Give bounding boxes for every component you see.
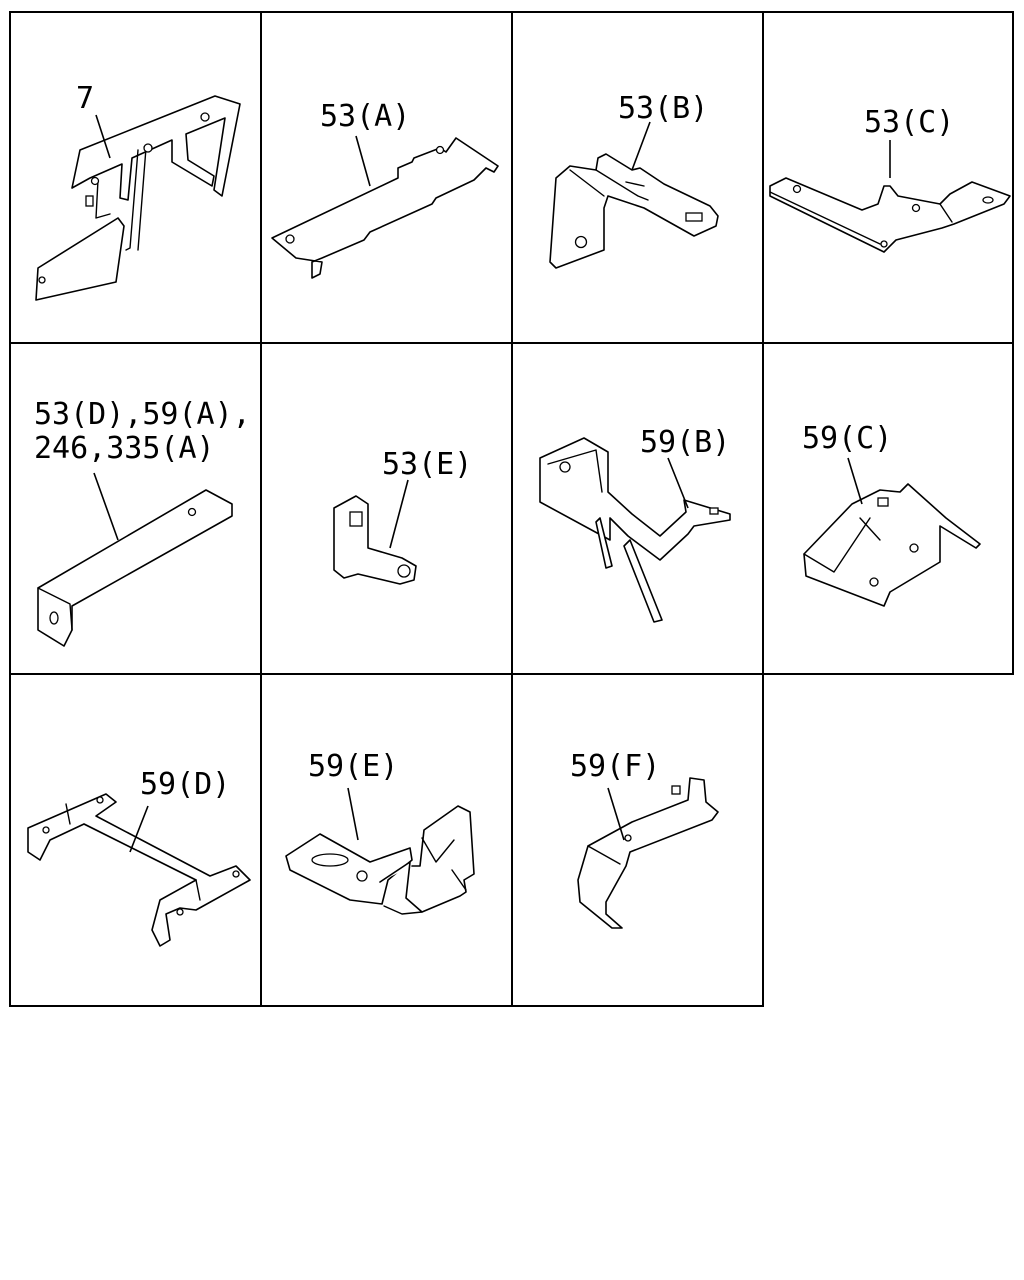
panel-53D-59A-246-335A xyxy=(37,472,233,647)
bracket-53A-drawing xyxy=(271,137,499,279)
leader-7 xyxy=(95,114,111,159)
panel-59D xyxy=(27,793,251,947)
leader-53A xyxy=(355,135,371,187)
part-label-7: 7 xyxy=(76,81,94,116)
panel-53E xyxy=(333,479,417,585)
part-label-53B: 53(B) xyxy=(618,91,708,126)
panel-59B xyxy=(539,437,731,623)
part-label-59C: 59(C) xyxy=(802,421,892,456)
leader-59C xyxy=(847,457,863,505)
bracket-59B-drawing xyxy=(539,437,731,623)
bracket-53D-drawing xyxy=(37,489,233,647)
part-label-53C: 53(C) xyxy=(864,105,954,140)
bracket-7-drawing xyxy=(35,95,241,301)
part-label-59E: 59(E) xyxy=(308,749,398,784)
panel-53A xyxy=(271,135,499,279)
leader-53D xyxy=(93,472,119,541)
panel-59E xyxy=(285,787,475,915)
panel-53C xyxy=(769,140,1011,253)
bracket-59C-drawing xyxy=(803,483,981,607)
leader-59D xyxy=(129,805,149,853)
grid-frame xyxy=(9,11,1014,1007)
bracket-53E-drawing xyxy=(333,495,417,585)
bracket-59D-drawing xyxy=(27,793,251,947)
part-label-59B: 59(B) xyxy=(640,425,730,460)
panel-7 xyxy=(35,95,241,301)
part-label-59D: 59(D) xyxy=(140,767,230,802)
bracket-53B-drawing xyxy=(549,153,719,269)
part-label-53A: 53(A) xyxy=(320,99,410,134)
panel-59F xyxy=(577,777,719,929)
leader-59E xyxy=(347,787,359,841)
bracket-59F-drawing xyxy=(577,777,719,929)
leader-53B xyxy=(631,121,651,171)
part-label-53E: 53(E) xyxy=(382,447,472,482)
panel-53B xyxy=(549,121,719,269)
leader-59F xyxy=(607,787,625,841)
leader-59B xyxy=(667,457,689,509)
callout-labels: 7 53(A) 53(B) 53(C) 53(D),59(A), 246,335… xyxy=(34,81,954,802)
bracket-53C-drawing xyxy=(769,177,1011,253)
bracket-59E-drawing xyxy=(285,805,475,915)
part-label-59F: 59(F) xyxy=(570,749,660,784)
part-label-53D-line1: 53(D),59(A), xyxy=(34,397,251,432)
part-label-53D-line2: 246,335(A) xyxy=(34,431,215,466)
leader-53E xyxy=(389,479,409,549)
panel-59C xyxy=(803,457,981,607)
